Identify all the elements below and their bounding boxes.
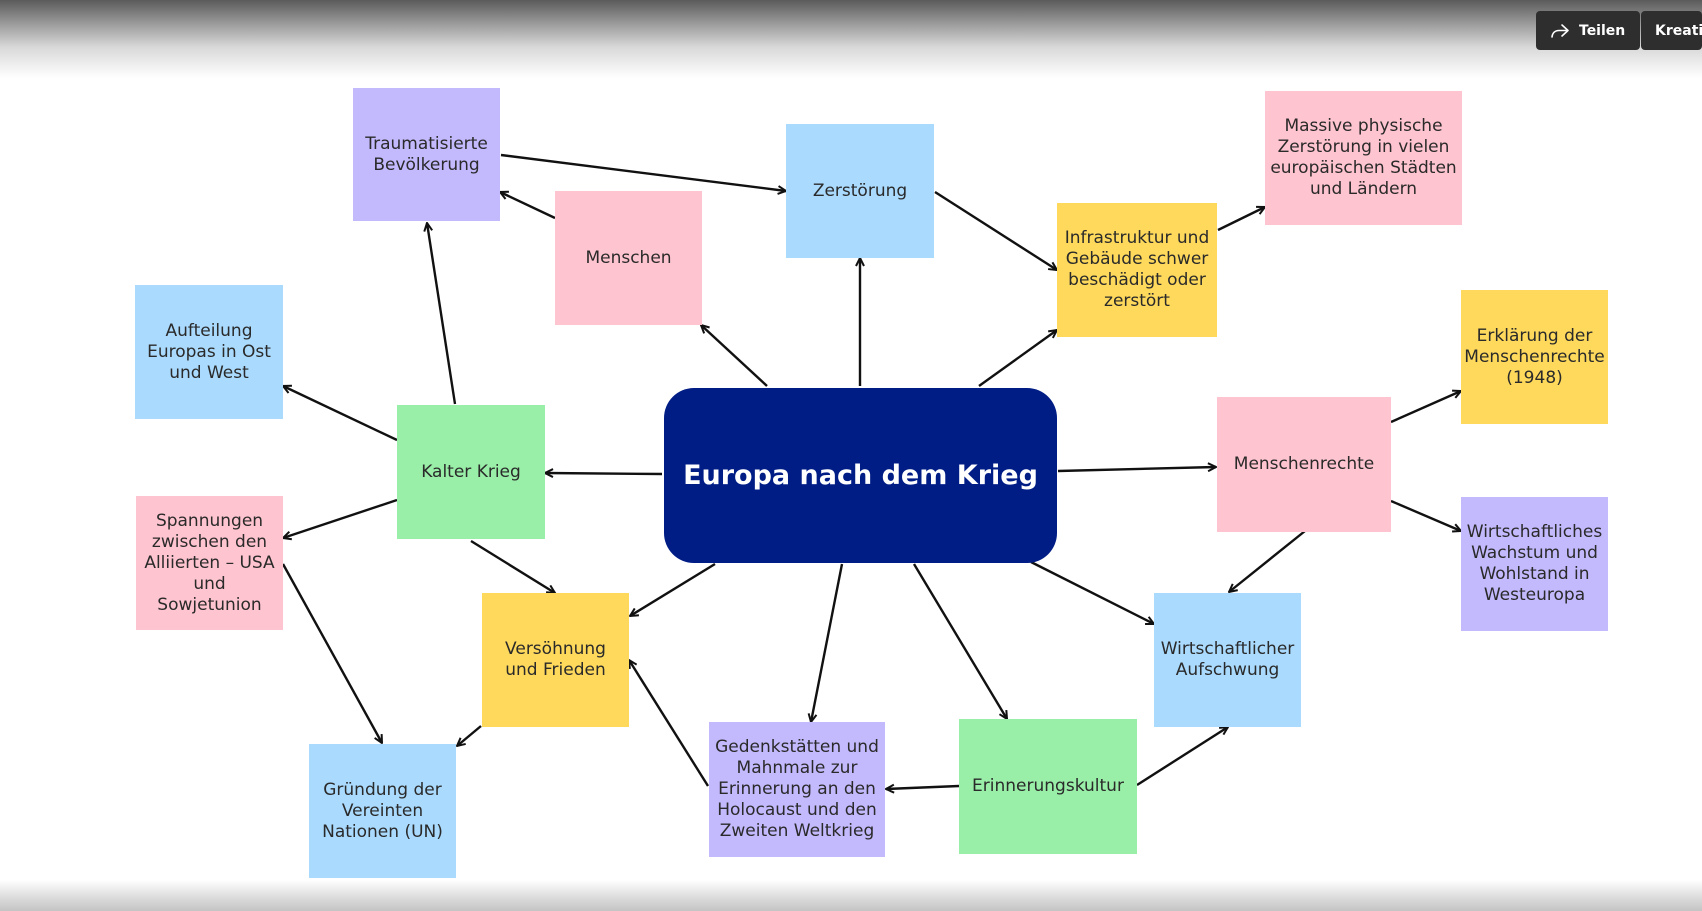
- note-zerstoerung[interactable]: Zerstörung: [786, 124, 934, 258]
- arrow-gedenk-versoehnung: [629, 660, 710, 787]
- arrow-menschenrechte-erklaerung: [1390, 391, 1461, 424]
- note-traumatisierte-bevoelkerung[interactable]: Traumatisierte Bevölkerung: [353, 88, 500, 221]
- central-topic[interactable]: Europa nach dem Krieg: [664, 388, 1057, 563]
- top-toolbar: [0, 0, 1702, 78]
- note-wirtschaftlicher-aufschwung[interactable]: Wirtschaftlicher Aufschwung: [1154, 593, 1301, 727]
- share-button[interactable]: Teilen: [1536, 11, 1640, 50]
- arrow-hub-erinnerung: [912, 563, 1007, 719]
- note-gedenkstaetten[interactable]: Gedenkstätten und Mahnmale zur Erinnerun…: [709, 722, 885, 857]
- note-versoehnung-frieden[interactable]: Versöhnung und Frieden: [482, 593, 629, 727]
- arrow-kalter-versoehnung: [470, 539, 555, 593]
- note-menschenrechte[interactable]: Menschenrechte: [1217, 397, 1391, 532]
- arrow-hub-kalter: [545, 473, 663, 474]
- arrow-menschenrechte-aufschwung: [1229, 530, 1306, 592]
- share-arrow-icon: [1551, 23, 1569, 38]
- arrow-kalter-aufteilung: [283, 386, 398, 442]
- arrow-kalter-spannungen: [283, 498, 398, 538]
- note-wirtschaftliches-wachstum[interactable]: Wirtschaftliches Wachstum und Wohlstand …: [1461, 497, 1608, 631]
- note-aufteilung-europas[interactable]: Aufteilung Europas in Ost und West: [135, 285, 283, 419]
- arrow-erinnerung-aufschwung: [1136, 727, 1228, 787]
- arrow-erinnerung-gedenk: [886, 786, 960, 789]
- arrow-hub-menschenrechte: [1057, 467, 1216, 473]
- arrow-menschen-trauma: [500, 192, 556, 220]
- arrow-menschenrechte-wachstum: [1390, 499, 1461, 531]
- arrow-kalter-trauma: [427, 223, 457, 405]
- note-erinnerungskultur[interactable]: Erinnerungskultur: [959, 719, 1137, 854]
- creative-label: Kreativ: [1655, 22, 1702, 39]
- arrow-infra-massive: [1217, 205, 1265, 232]
- arrow-hub-aufschwung: [1030, 560, 1154, 626]
- note-menschen[interactable]: Menschen: [555, 191, 702, 325]
- arrow-zerstoerung-infra: [934, 190, 1057, 270]
- arrow-trauma-zerstoerung: [500, 153, 786, 191]
- note-erklaerung-menschenrechte[interactable]: Erklärung der Menschenrechte (1948): [1461, 290, 1608, 424]
- note-spannungen[interactable]: Spannungen zwischen den Alliierten – USA…: [136, 496, 283, 630]
- arrow-hub-gedenk: [811, 563, 844, 722]
- note-gruendung-un[interactable]: Gründung der Vereinten Nationen (UN): [309, 744, 456, 878]
- bottom-scroll-area: [0, 880, 1702, 911]
- note-massive-zerstoerung[interactable]: Massive physische Zerstörung in vielen e…: [1265, 91, 1462, 225]
- arrow-spannungen-un: [281, 563, 382, 743]
- arrow-hub-infra: [978, 330, 1057, 387]
- creative-button[interactable]: Kreativ: [1641, 11, 1702, 50]
- arrow-hub-versoehnung: [630, 562, 716, 616]
- note-infrastruktur[interactable]: Infrastruktur und Gebäude schwer beschäd…: [1057, 203, 1217, 337]
- arrow-hub-menschen: [701, 325, 768, 387]
- arrow-versoehnung-un: [457, 725, 482, 746]
- note-kalter-krieg[interactable]: Kalter Krieg: [397, 405, 545, 539]
- share-label: Teilen: [1579, 22, 1626, 39]
